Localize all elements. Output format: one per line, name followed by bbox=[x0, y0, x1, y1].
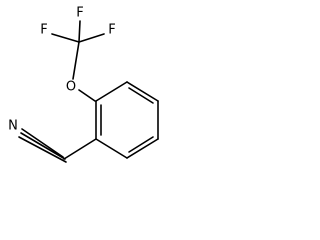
oxygen-label: O bbox=[66, 80, 76, 95]
ring-bond-4 bbox=[126, 138, 159, 159]
nitrile-triple-bond-outer-1 bbox=[21, 128, 64, 158]
structural-formula: F F F O N bbox=[8, 6, 159, 163]
bond-cf3-oxygen bbox=[72, 41, 80, 80]
ring-bond-1 bbox=[95, 81, 128, 102]
nitrogen-label: N bbox=[8, 119, 18, 134]
ring-inner-bond-top bbox=[128, 87, 154, 104]
ring-bond-5 bbox=[95, 138, 128, 159]
nitrile-triple-bond-center bbox=[20, 132, 66, 160]
bond-ring-ch2 bbox=[63, 138, 97, 160]
fluorine-top-label: F bbox=[76, 6, 83, 21]
nitrile-triple-bond-outer-2 bbox=[18, 136, 67, 163]
fluorine-left-label: F bbox=[40, 23, 47, 38]
bond-cf3-f-right bbox=[78, 33, 105, 43]
ring-inner-bond-bottom bbox=[128, 136, 154, 153]
fluorine-right-label: F bbox=[108, 23, 115, 38]
bond-oxygen-ring bbox=[78, 89, 96, 102]
ring-bond-2 bbox=[126, 81, 159, 102]
bond-cf3-f-top bbox=[78, 20, 81, 43]
bond-cf3-f-left bbox=[51, 33, 80, 43]
